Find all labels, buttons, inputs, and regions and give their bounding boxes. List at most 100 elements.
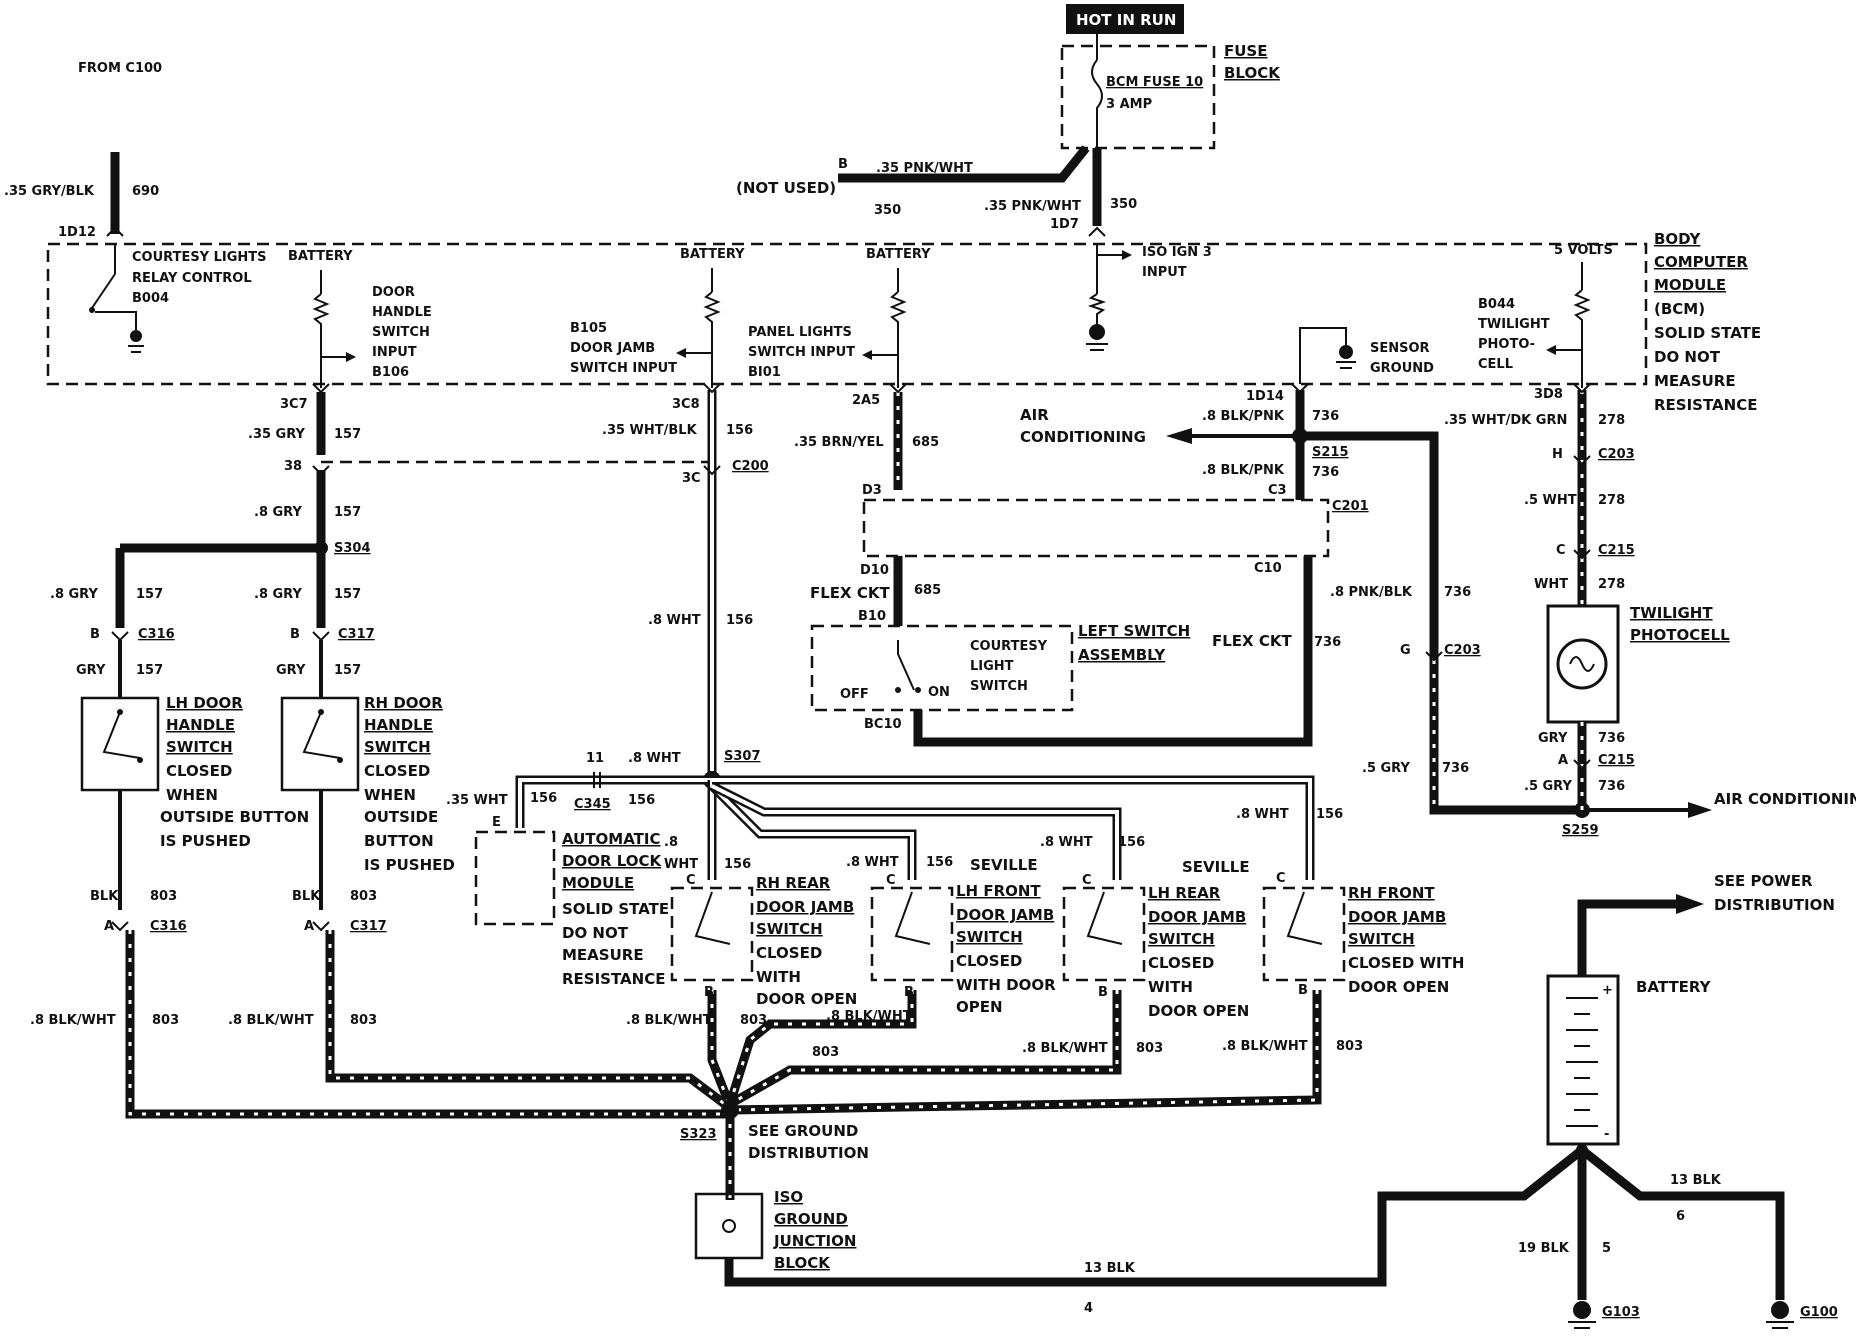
diagram-label: 3D8 xyxy=(1534,387,1563,402)
diagram-label: H xyxy=(1552,447,1563,462)
diagram-label: 156 xyxy=(1316,807,1343,822)
lh-door-text: LH DOOR HANDLE SWITCH CLOSED WHEN OUTSID… xyxy=(160,694,309,850)
diagram-label: TWILIGHT xyxy=(1478,317,1550,332)
diagram-label: ISO xyxy=(774,1188,803,1206)
diagram-label: S307 xyxy=(724,749,761,764)
diagram-label: A xyxy=(1558,753,1568,768)
diagram-label: .8 BLK/WHT xyxy=(30,1013,116,1028)
automatic-door-lock-module xyxy=(474,830,556,926)
diagram-label: B xyxy=(704,985,714,1000)
diagram-label: 5 xyxy=(1602,1241,1611,1256)
diagram-label: 278 xyxy=(1598,577,1625,592)
diagram-label: SOLID STATE xyxy=(562,900,669,918)
diagram-label: LEFT SWITCH xyxy=(1078,622,1190,640)
diagram-label: 803 xyxy=(350,1013,377,1028)
diagram-label: .35 WHT xyxy=(446,793,508,808)
diagram-label: .8 BLK/WHT xyxy=(1222,1039,1308,1054)
diagram-label: 278 xyxy=(1598,413,1625,428)
diagram-label: DISTRIBUTION xyxy=(748,1144,869,1162)
diagram-label: 157 xyxy=(334,587,361,602)
diagram-label: 1D12 xyxy=(58,225,96,240)
diagram-label: 3C xyxy=(682,471,701,486)
diagram-label: .8 BLK/PNK xyxy=(1202,409,1285,424)
not-used-label: (NOT USED) xyxy=(736,179,836,197)
diagram-label: 156 xyxy=(530,791,557,806)
diagram-label: B xyxy=(290,627,300,642)
diagram-label: SENSOR xyxy=(1370,341,1430,356)
diagram-label: .8 GRY xyxy=(254,587,302,602)
diagram-label: .8 PNK/BLK xyxy=(1330,585,1413,600)
left-switch-assembly xyxy=(810,624,1074,712)
diagram-label: CLOSED xyxy=(756,944,822,962)
diagram-label: 690 xyxy=(132,184,159,199)
diagram-label: B xyxy=(838,157,848,172)
diagram-label: 350 xyxy=(874,203,901,218)
diagram-label: 803 xyxy=(1136,1041,1163,1056)
diagram-label: B044 xyxy=(1478,297,1515,312)
diagram-label: 156 xyxy=(726,613,753,628)
diagram-label: C317 xyxy=(338,627,375,642)
diagram-label: 278 xyxy=(1598,493,1625,508)
diagram-label: DOOR JAMB xyxy=(756,898,854,916)
diagram-label: DOOR JAMB xyxy=(1348,908,1446,926)
ground-g100-icon xyxy=(1766,1301,1794,1329)
diagram-label: DOOR OPEN xyxy=(1148,1002,1249,1020)
lh-rear-door-jamb-switch: C B xyxy=(1062,873,1146,1000)
diagram-label: B xyxy=(904,985,914,1000)
diagram-label: .35 PNK/WHT xyxy=(984,199,1081,214)
diagram-label: BLOCK xyxy=(774,1254,831,1272)
rh-front-text: RH FRONT DOOR JAMB SWITCH CLOSED WITH DO… xyxy=(1348,884,1464,996)
diagram-label: 3C8 xyxy=(672,397,700,412)
diagram-label: 156 xyxy=(726,423,753,438)
diagram-label: C317 xyxy=(350,919,387,934)
c201-connector-box xyxy=(862,498,1330,558)
diagram-label: .5 GRY xyxy=(1362,761,1410,776)
diagram-label: C203 xyxy=(1444,643,1481,658)
diagram-label: BATTERY xyxy=(288,249,353,264)
diagram-label: HANDLE xyxy=(364,716,433,734)
diagram-label: B xyxy=(1298,983,1308,998)
diagram-label: 803 xyxy=(1336,1039,1363,1054)
lh-front-text: LH FRONT DOOR JAMB SWITCH CLOSED WITH DO… xyxy=(956,882,1056,1016)
diagram-label: SWITCH xyxy=(372,325,430,340)
diagram-label: WITH xyxy=(1148,978,1193,996)
diagram-label: A xyxy=(104,919,114,934)
diagram-label: IS PUSHED xyxy=(160,832,251,850)
diagram-label: .8 WHT xyxy=(846,855,899,870)
diagram-label: B004 xyxy=(132,291,169,306)
ground-wires-803 xyxy=(125,930,1322,1200)
diagram-label: S215 xyxy=(1312,445,1349,460)
diagram-label: .5 WHT xyxy=(1524,493,1577,508)
diagram-label: 4 xyxy=(1084,1301,1093,1316)
diagram-label: B xyxy=(1098,985,1108,1000)
diagram-label: GROUND xyxy=(1370,361,1434,376)
diagram-label: DOOR xyxy=(372,285,415,300)
diagram-label: PANEL LIGHTS xyxy=(748,325,852,340)
diagram-label: .35 BRN/YEL xyxy=(794,435,884,450)
connector-chevrons xyxy=(106,226,1591,932)
diagram-label: SWITCH xyxy=(1148,930,1215,948)
diagram-label: S259 xyxy=(1562,823,1599,838)
diagram-label: HANDLE xyxy=(166,716,235,734)
diagram-label: GRY xyxy=(76,663,106,678)
diagram-label: JUNCTION xyxy=(773,1232,856,1250)
diagram-label: LH REAR xyxy=(1148,884,1221,902)
photocell-icon xyxy=(1556,638,1608,690)
diagram-label: C xyxy=(1082,873,1092,888)
diagram-label: TWILIGHT xyxy=(1630,604,1713,622)
diagram-label: 685 xyxy=(914,583,941,598)
diagram-label: .8 WHT xyxy=(648,613,701,628)
splice-s323 xyxy=(721,1101,739,1119)
diagram-label: BC10 xyxy=(864,717,902,732)
diagram-label: SOLID STATE xyxy=(1654,324,1761,342)
diagram-label: ISO IGN 3 xyxy=(1142,245,1212,260)
diagram-label: CLOSED xyxy=(1148,954,1214,972)
diagram-label: 13 BLK xyxy=(1670,1173,1722,1188)
adlm-text: AUTOMATIC DOOR LOCK MODULE SOLID STATE D… xyxy=(562,830,669,988)
diagram-label: BLK xyxy=(292,889,321,904)
ground-symbol-icon xyxy=(130,330,142,342)
diagram-label: 13 BLK xyxy=(1084,1261,1136,1276)
bcm-title-3: MODULE xyxy=(1654,276,1726,294)
bcm-fuse-amp: 3 AMP xyxy=(1106,97,1152,112)
diagram-label: LH DOOR xyxy=(166,694,243,712)
